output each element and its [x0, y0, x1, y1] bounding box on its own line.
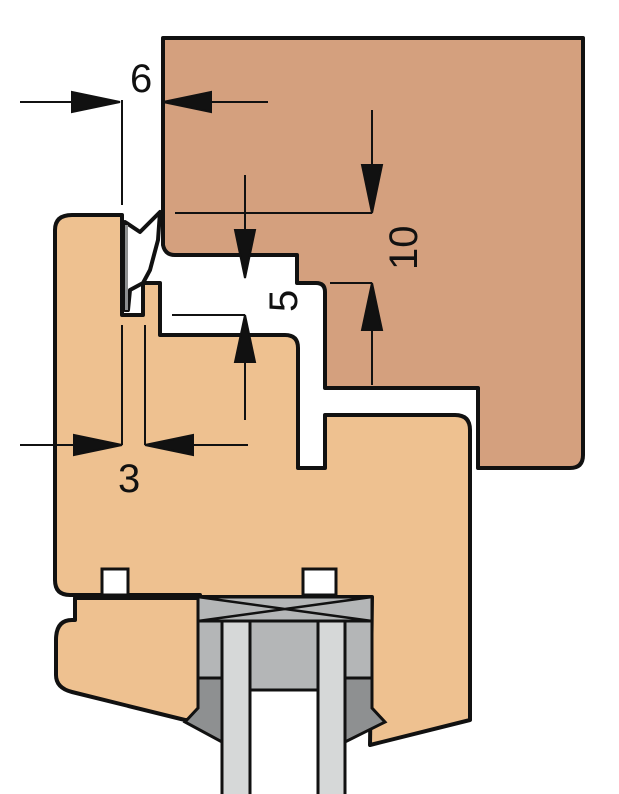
glass-pane-inner	[316, 619, 347, 794]
drainage-slot	[301, 567, 338, 597]
dimension-lines	[20, 90, 384, 457]
dimension-label-10: 10	[382, 226, 426, 271]
glazing-bead	[54, 596, 202, 722]
dimension-label-6: 6	[130, 57, 152, 101]
spacer-cross	[197, 595, 373, 623]
frame-profile	[53, 213, 472, 747]
dimension-label-3: 3	[118, 457, 140, 501]
dimension-label-5: 5	[262, 290, 306, 312]
drainage-slot	[100, 567, 130, 597]
edge-block-left	[196, 619, 224, 680]
gasket-strip	[125, 225, 128, 310]
sash-profile	[161, 36, 585, 470]
sealant-block	[248, 619, 320, 692]
edge-block-right	[343, 619, 374, 680]
glass-pane-outer	[220, 619, 252, 794]
